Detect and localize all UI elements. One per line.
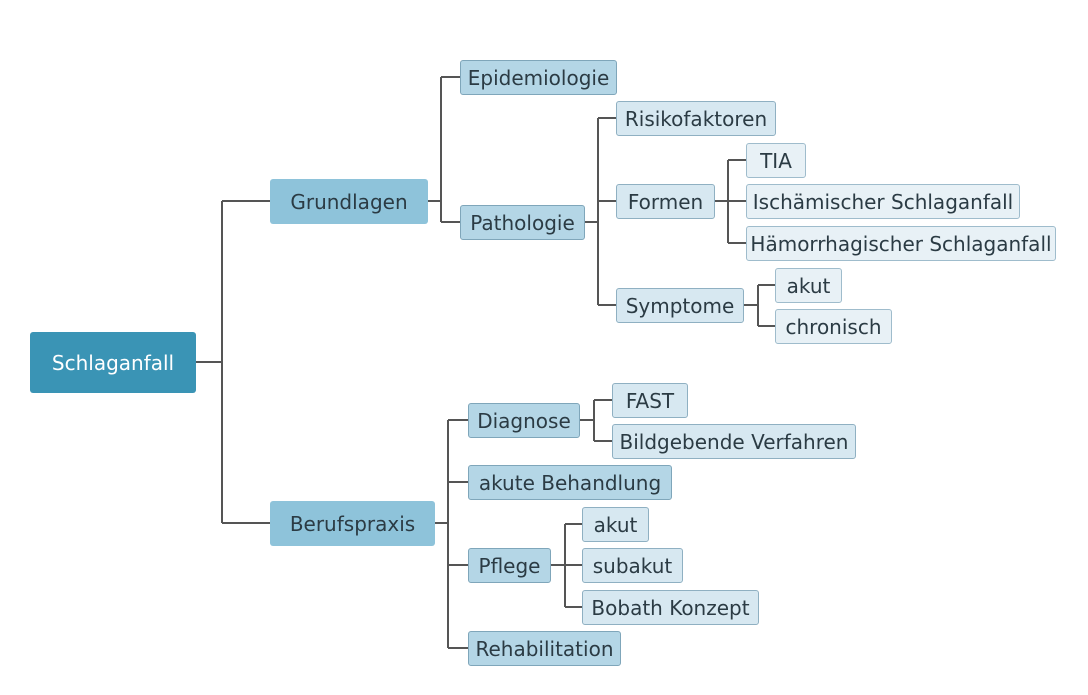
- node-pflege-akut[interactable]: akut: [582, 507, 649, 542]
- node-diagnose[interactable]: Diagnose: [468, 403, 580, 438]
- node-symptome[interactable]: Symptome: [616, 288, 744, 323]
- node-formen[interactable]: Formen: [616, 184, 715, 219]
- node-pathologie[interactable]: Pathologie: [460, 205, 585, 240]
- node-risikofaktoren[interactable]: Risikofaktoren: [616, 101, 776, 136]
- node-akute-behandlung[interactable]: akute Behandlung: [468, 465, 672, 500]
- node-berufspraxis[interactable]: Berufspraxis: [270, 501, 435, 546]
- node-pflege-subakut[interactable]: subakut: [582, 548, 683, 583]
- node-pflege[interactable]: Pflege: [468, 548, 551, 583]
- node-haemorrhagischer-schlaganfall[interactable]: Hämorrhagischer Schlaganfall: [746, 226, 1056, 261]
- node-ischaemischer-schlaganfall[interactable]: Ischämischer Schlaganfall: [746, 184, 1020, 219]
- node-symptome-chronisch[interactable]: chronisch: [775, 309, 892, 344]
- node-bobath-konzept[interactable]: Bobath Konzept: [582, 590, 759, 625]
- node-grundlagen[interactable]: Grundlagen: [270, 179, 428, 224]
- node-rehabilitation[interactable]: Rehabilitation: [468, 631, 621, 666]
- node-tia[interactable]: TIA: [746, 143, 806, 178]
- node-fast[interactable]: FAST: [612, 383, 688, 418]
- node-epidemiologie[interactable]: Epidemiologie: [460, 60, 617, 95]
- root-node[interactable]: Schlaganfall: [30, 332, 196, 393]
- node-bildgebende-verfahren[interactable]: Bildgebende Verfahren: [612, 424, 856, 459]
- node-symptome-akut[interactable]: akut: [775, 268, 842, 303]
